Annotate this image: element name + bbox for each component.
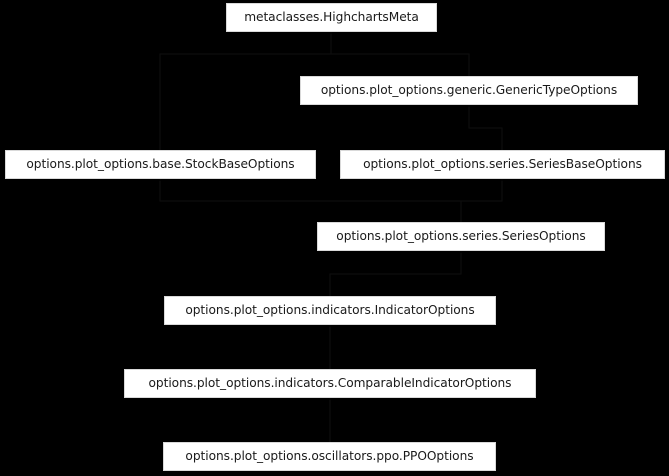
class-node-label: options.plot_options.series.SeriesOption… [336,229,586,244]
class-node-label: metaclasses.HighchartsMeta [244,10,419,25]
class-node-stock-base-options[interactable]: options.plot_options.base.StockBaseOptio… [5,150,316,179]
edge-seriesbaseoptions-to-seriesoptions [460,179,503,222]
class-node-indicator-options[interactable]: options.plot_options.indicators.Indicato… [164,296,496,325]
class-node-label: options.plot_options.base.StockBaseOptio… [26,157,295,172]
edge-generictypeoptions-to-seriesbaseoptions [468,105,503,150]
class-node-label: options.plot_options.series.SeriesBaseOp… [363,157,642,172]
class-node-label: options.plot_options.indicators.Indicato… [185,303,475,318]
class-node-ppo-options[interactable]: options.plot_options.oscillators.ppo.PPO… [163,442,496,471]
class-node-label: options.plot_options.oscillators.ppo.PPO… [185,449,474,464]
class-node-series-options[interactable]: options.plot_options.series.SeriesOption… [317,222,605,251]
class-node-series-base-options[interactable]: options.plot_options.series.SeriesBaseOp… [340,150,665,179]
class-node-highcharts-meta[interactable]: metaclasses.HighchartsMeta [226,3,437,32]
class-node-label: options.plot_options.generic.GenericType… [320,83,618,98]
class-node-label: options.plot_options.indicators.Comparab… [148,376,512,391]
edge-highchartsmeta-to-generictypeoptions [330,32,470,76]
edge-seriesoptions-to-indicatoroptions [329,251,462,296]
class-node-generic-type-options[interactable]: options.plot_options.generic.GenericType… [300,76,638,105]
edge-stockbaseoptions-to-seriesoptions [159,179,462,222]
class-node-comparable-indicator-options[interactable]: options.plot_options.indicators.Comparab… [124,369,536,398]
